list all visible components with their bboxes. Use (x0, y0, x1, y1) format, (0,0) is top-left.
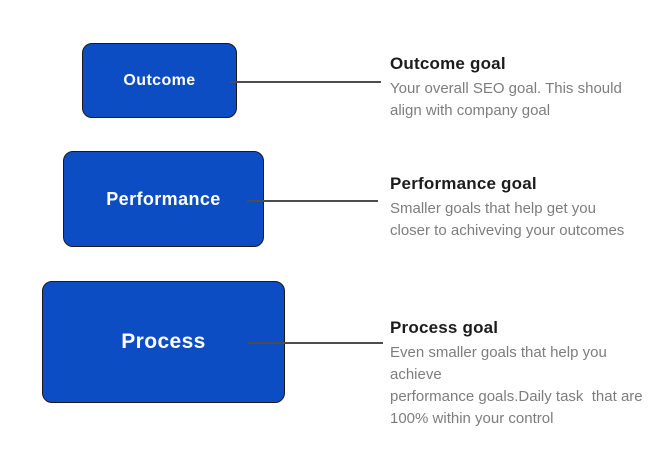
performance-text-block: Performance goal Smaller goals that help… (390, 172, 655, 242)
process-box-label: Process (121, 330, 206, 353)
outcome-text-block: Outcome goal Your overall SEO goal. This… (390, 52, 655, 122)
process-box: Process (42, 281, 285, 403)
performance-box: Performance (63, 151, 264, 247)
process-connector-line (248, 342, 383, 344)
performance-box-label: Performance (106, 188, 221, 209)
process-heading: Process goal (390, 318, 499, 337)
outcome-box-label: Outcome (123, 71, 196, 89)
outcome-box: Outcome (82, 43, 237, 118)
outcome-description: Your overall SEO goal. This should align… (390, 80, 622, 119)
process-description: Even smaller goals that help you achieve… (390, 344, 643, 427)
performance-connector-line (247, 200, 378, 202)
outcome-connector-line (230, 81, 381, 83)
performance-description: Smaller goals that help get you closer t… (390, 200, 625, 239)
outcome-heading: Outcome goal (390, 54, 506, 73)
process-text-block: Process goal Even smaller goals that hel… (390, 316, 655, 430)
performance-heading: Performance goal (390, 174, 537, 193)
